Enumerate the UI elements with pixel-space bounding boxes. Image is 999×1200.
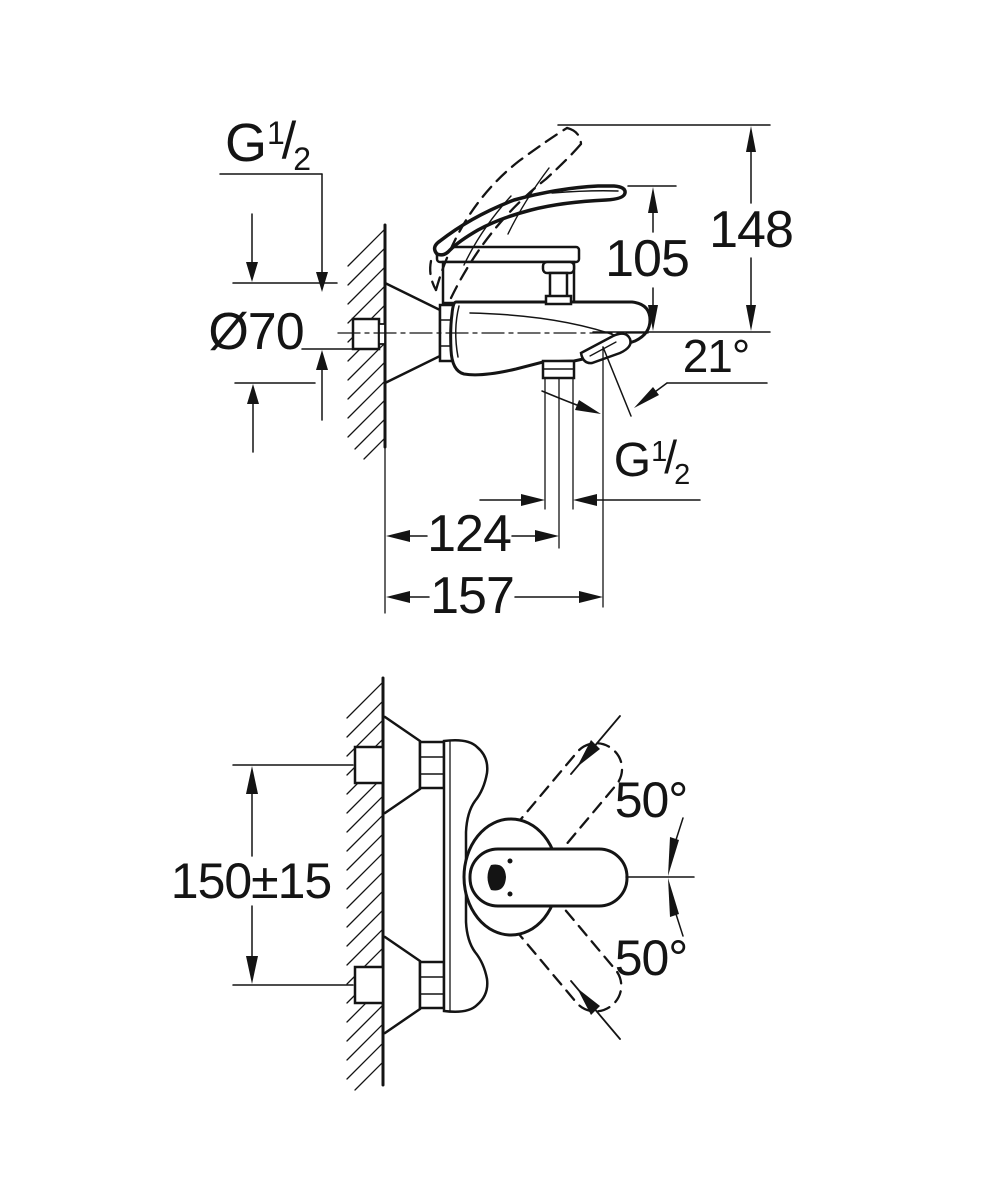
square-nut-top [353,745,385,785]
escutcheon-bottom [383,935,422,1035]
square-nut-bottom [353,965,385,1005]
dimensions-side [219,124,771,608]
escutcheon-top [383,715,422,815]
dim-depth-157 [386,591,603,603]
union-nut-top [418,740,446,790]
label-wall-thread: G1/2 [224,112,312,177]
faucet-plan [353,715,629,1035]
label-swing-down-50: 50° [614,930,689,986]
spout-aerator [579,332,632,365]
label-escutcheon-diameter: Ø70 [208,303,304,361]
label-spacing-150: 150±15 [170,853,332,909]
diverter-knob [541,260,576,306]
temperature-indicator [487,858,513,897]
dim-escutcheon-diameter [232,213,359,453]
outlet-extension-lines [544,378,574,549]
label-depth-157: 157 [430,567,515,625]
plan-view [232,676,695,1091]
dim-spacing-150 [232,764,354,986]
dim-height-105 [627,185,677,331]
dimensions-plan [232,715,695,1040]
label-outlet-thread: G1/2 [613,431,691,491]
union-nut-bottom [418,960,446,1010]
square-nut-side [351,317,381,351]
cartridge-cap [435,245,581,264]
label-height-148: 148 [709,201,794,259]
dim-swing-angles [570,715,695,1040]
label-height-105: 105 [605,230,690,288]
label-spout-angle: 21° [682,330,751,382]
dim-outlet-thread [479,494,701,506]
wall-hatching-plan [346,681,384,1091]
label-depth-124: 124 [427,505,512,563]
dim-spout-angle [541,346,768,608]
dim-height-148 [557,124,771,333]
lever-side [432,184,627,257]
side-view [219,124,771,614]
mixer-body-side [449,300,652,377]
dim-wall-thread [219,173,328,292]
label-swing-up-50: 50° [614,772,689,828]
dim-depth-124 [386,530,559,542]
